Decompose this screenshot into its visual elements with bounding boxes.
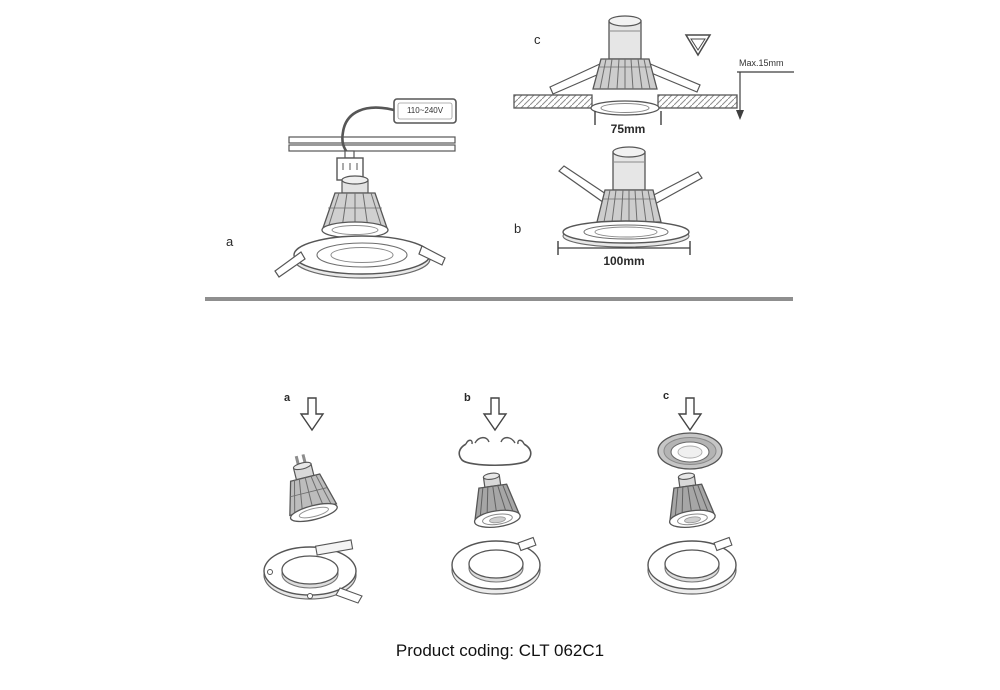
gu10-lamp-icon: [596, 146, 662, 223]
max-thickness-label: Max.15mm: [739, 58, 784, 68]
max-thickness-arrow-icon: [736, 71, 794, 120]
step-b-label: b: [464, 392, 471, 404]
diagram-a-label: a: [226, 234, 234, 249]
product-coding-caption: Product coding: CLT 062C1: [395, 641, 605, 660]
gu10-lamp-icon: [321, 175, 389, 239]
gu10-lamp-icon: [592, 15, 658, 90]
driver-voltage-label: 110~240V: [406, 106, 444, 115]
mounting-ring: [263, 539, 363, 604]
down-arrow-icon: [299, 397, 325, 432]
ceiling-plank: [288, 136, 456, 152]
cutout-dimension-ticks: [594, 111, 662, 125]
diameter-dimension-line: [557, 241, 691, 255]
assembly-step-c: [647, 397, 737, 595]
trim-ring: [451, 536, 541, 595]
ceiling-cross-section: [513, 94, 738, 109]
insert-triangle-icon: [684, 34, 712, 57]
gu10-lamp-icon: [473, 472, 521, 529]
gu10-lamp-icon: [289, 454, 338, 523]
section-divider: [205, 297, 793, 301]
cover-ring-icon: [657, 432, 723, 470]
assembly-step-a: [263, 397, 363, 604]
trim-ring: [293, 235, 431, 279]
outer-diameter-label: 100mm: [603, 254, 645, 268]
gu10-lamp-icon: [668, 472, 716, 529]
lamp-connector-box: [336, 150, 364, 181]
diagram-c-ceiling-section: [513, 15, 794, 125]
step-a-label: a: [284, 392, 291, 404]
diagram-b-label: b: [514, 221, 522, 236]
down-arrow-icon: [677, 397, 703, 432]
trim-ring: [647, 536, 737, 595]
down-arrow-icon: [482, 397, 508, 432]
diagram-a-fixture-driver: [274, 98, 457, 279]
retaining-clip-icon: [458, 436, 532, 466]
assembly-step-b: [451, 397, 541, 595]
power-cable-icon: [341, 106, 395, 155]
diagram-b-fixture-front: [557, 146, 703, 255]
step-c-label: c: [663, 390, 670, 402]
trim-flange: [590, 100, 660, 116]
trim-ring: [562, 220, 690, 248]
driver-box: [393, 98, 457, 124]
diagram-c-label: c: [534, 32, 541, 47]
spring-clip-icon: [274, 245, 446, 278]
cutout-diameter-label: 75mm: [610, 122, 646, 136]
